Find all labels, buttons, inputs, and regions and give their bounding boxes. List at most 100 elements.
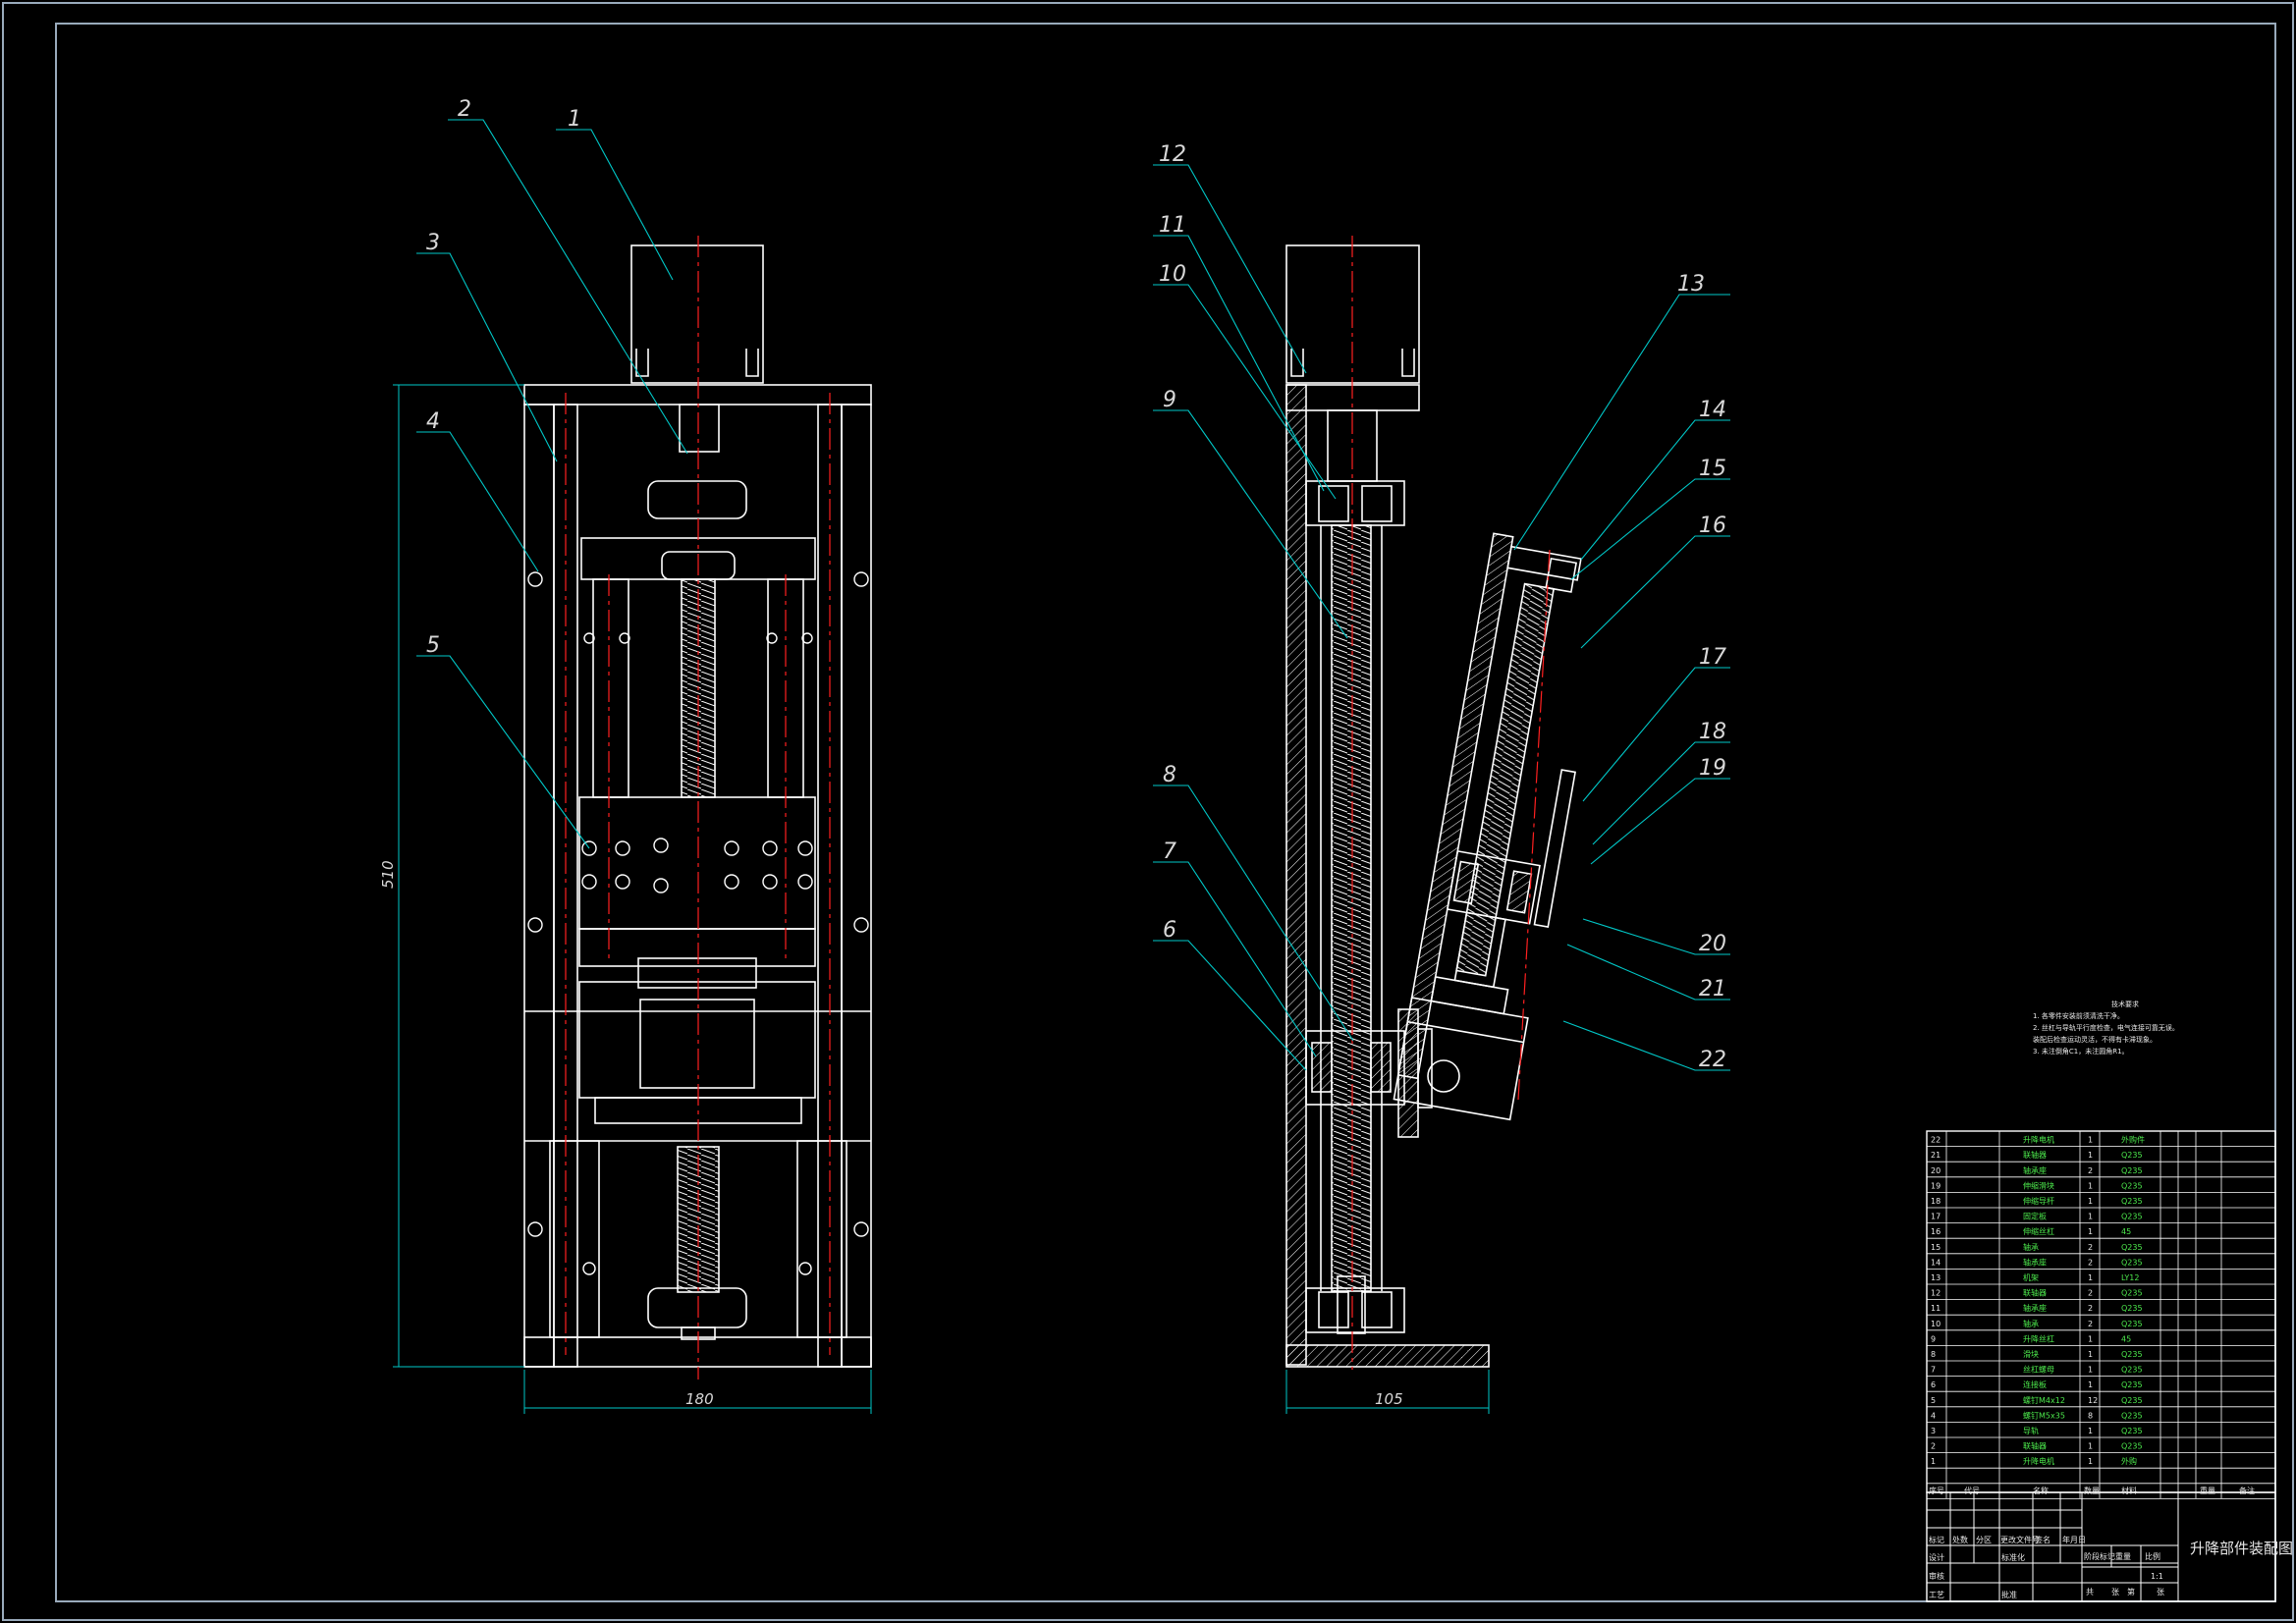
balloon-7: 7: [1163, 839, 1176, 864]
part-qty: 1: [2088, 1151, 2093, 1160]
part-number: 11: [1931, 1304, 1941, 1313]
part-number: 6: [1931, 1380, 1936, 1389]
parts-list-grid: [1926, 1131, 2276, 1499]
part-material: Q235: [2121, 1411, 2143, 1420]
part-name: 滑块: [2023, 1349, 2039, 1359]
revision-label: 更改文件号: [2000, 1535, 2040, 1544]
revision-label: 年月日: [2062, 1535, 2086, 1544]
part-name: 伸缩丝杠: [2023, 1226, 2054, 1236]
part-qty: 1: [2088, 1380, 2093, 1389]
part-name: 联轴器: [2023, 1441, 2047, 1451]
balloon-17: 17: [1699, 645, 1726, 670]
part-qty: 12: [2088, 1396, 2098, 1405]
balloon-3: 3: [426, 231, 440, 255]
balloon-10: 10: [1159, 262, 1186, 287]
part-qty: 1: [2088, 1181, 2093, 1190]
parts-header-no: 序号: [1929, 1486, 1944, 1495]
sheet-label: 共: [2086, 1588, 2094, 1596]
part-number: 2: [1931, 1442, 1936, 1451]
balloon-1: 1: [568, 107, 581, 132]
part-qty: 2: [2088, 1289, 2093, 1298]
balloon-13: 13: [1677, 272, 1705, 297]
part-number: 15: [1931, 1243, 1941, 1252]
leader-lines: [416, 119, 1730, 1071]
part-number: 16: [1931, 1227, 1941, 1236]
title-block: [1926, 1491, 2276, 1602]
tech-notes-title: 技术要求: [2111, 1000, 2139, 1008]
sheet-label: 张: [2157, 1588, 2164, 1596]
part-qty: 2: [2088, 1243, 2093, 1252]
part-material: Q235: [2121, 1396, 2143, 1405]
balloon-14: 14: [1699, 398, 1726, 422]
parts-header-code: 代号: [1964, 1486, 1980, 1495]
part-qty: 1: [2088, 1213, 2093, 1221]
part-material: Q235: [2121, 1427, 2143, 1435]
parts-header-remarks: 备注: [2239, 1486, 2255, 1495]
part-material: Q235: [2121, 1289, 2143, 1298]
role-label: 设计: [1929, 1552, 1944, 1562]
revision-label: 签名: [2035, 1535, 2050, 1544]
front-view: [523, 244, 872, 1368]
part-material: Q235: [2121, 1181, 2143, 1190]
side-arm-motor: [1393, 997, 1529, 1121]
part-name: 轴承: [2023, 1242, 2039, 1252]
balloon-8: 8: [1163, 763, 1176, 787]
balloon-9: 9: [1163, 388, 1176, 412]
drawing-title: 升降部件装配图: [2190, 1540, 2293, 1557]
part-material: 45: [2121, 1227, 2131, 1236]
part-number: 1: [1931, 1457, 1936, 1466]
side-column: [1285, 384, 1307, 1366]
part-name: 机架: [2023, 1272, 2039, 1282]
sheet-label: 第: [2127, 1587, 2135, 1596]
role-label: 工艺: [1929, 1591, 1944, 1599]
revision-label: 标记: [1929, 1535, 1944, 1544]
tech-note-line: 2. 丝杠与导轨平行度检查，电气连接可靠无误。: [2033, 1023, 2179, 1032]
sheet-label: 张: [2111, 1588, 2119, 1596]
part-material: Q235: [2121, 1304, 2143, 1313]
part-qty: 2: [2088, 1304, 2093, 1313]
part-name: 轴承座: [2023, 1257, 2047, 1267]
part-number: 19: [1931, 1181, 1941, 1190]
part-material: LY12: [2121, 1273, 2139, 1282]
parts-header-name: 名称: [2033, 1486, 2049, 1495]
balloon-22: 22: [1699, 1048, 1726, 1072]
part-number: 14: [1931, 1258, 1941, 1267]
part-number: 13: [1931, 1273, 1941, 1282]
part-material: Q235: [2121, 1320, 2143, 1328]
part-number: 10: [1931, 1320, 1941, 1328]
part-number: 20: [1931, 1166, 1941, 1175]
part-name: 升降丝杠: [2023, 1333, 2054, 1343]
tech-note-line: 3. 未注倒角C1，未注圆角R1。: [2033, 1047, 2129, 1055]
part-name: 螺钉M4x12: [2023, 1395, 2065, 1405]
parts-header-weight: 重量: [2200, 1486, 2215, 1495]
balloon-16: 16: [1699, 514, 1726, 538]
role-label: 标准化: [2001, 1552, 2025, 1562]
part-name: 升降电机: [2023, 1456, 2054, 1466]
tech-note-line: 装配后检查运动灵活，不得有卡滞现象。: [2033, 1035, 2157, 1044]
part-name: 轴承座: [2023, 1165, 2047, 1175]
part-material: Q235: [2121, 1213, 2143, 1221]
stage-label: 比例: [2145, 1551, 2160, 1561]
parts-header-material: 材料: [2121, 1486, 2137, 1495]
balloon-21: 21: [1699, 977, 1726, 1001]
part-qty: 1: [2088, 1350, 2093, 1359]
part-qty: 2: [2088, 1320, 2093, 1328]
revision-label: 处数: [1952, 1535, 1968, 1544]
front-motor: [630, 244, 764, 384]
part-qty: 8: [2088, 1411, 2093, 1420]
parts-header-qty: 数量: [2084, 1486, 2100, 1495]
part-material: 外购: [2121, 1456, 2137, 1466]
balloon-19: 19: [1699, 756, 1726, 781]
part-qty: 1: [2088, 1366, 2093, 1375]
side-lead-screw: [1331, 524, 1372, 1292]
part-material: Q235: [2121, 1350, 2143, 1359]
part-number: 5: [1931, 1396, 1936, 1405]
tech-notes: 技术要求 1. 各零件安装前须清洗干净。 2. 丝杠与导轨平行度检查，电气连接可…: [2033, 1000, 2179, 1055]
front-width-dimension: 180: [685, 1390, 714, 1408]
part-number: 4: [1931, 1411, 1936, 1420]
balloon-20: 20: [1699, 932, 1726, 956]
balloon-4: 4: [426, 409, 440, 434]
part-material: Q235: [2121, 1151, 2143, 1160]
stage-label: 阶段标记: [2084, 1551, 2115, 1561]
